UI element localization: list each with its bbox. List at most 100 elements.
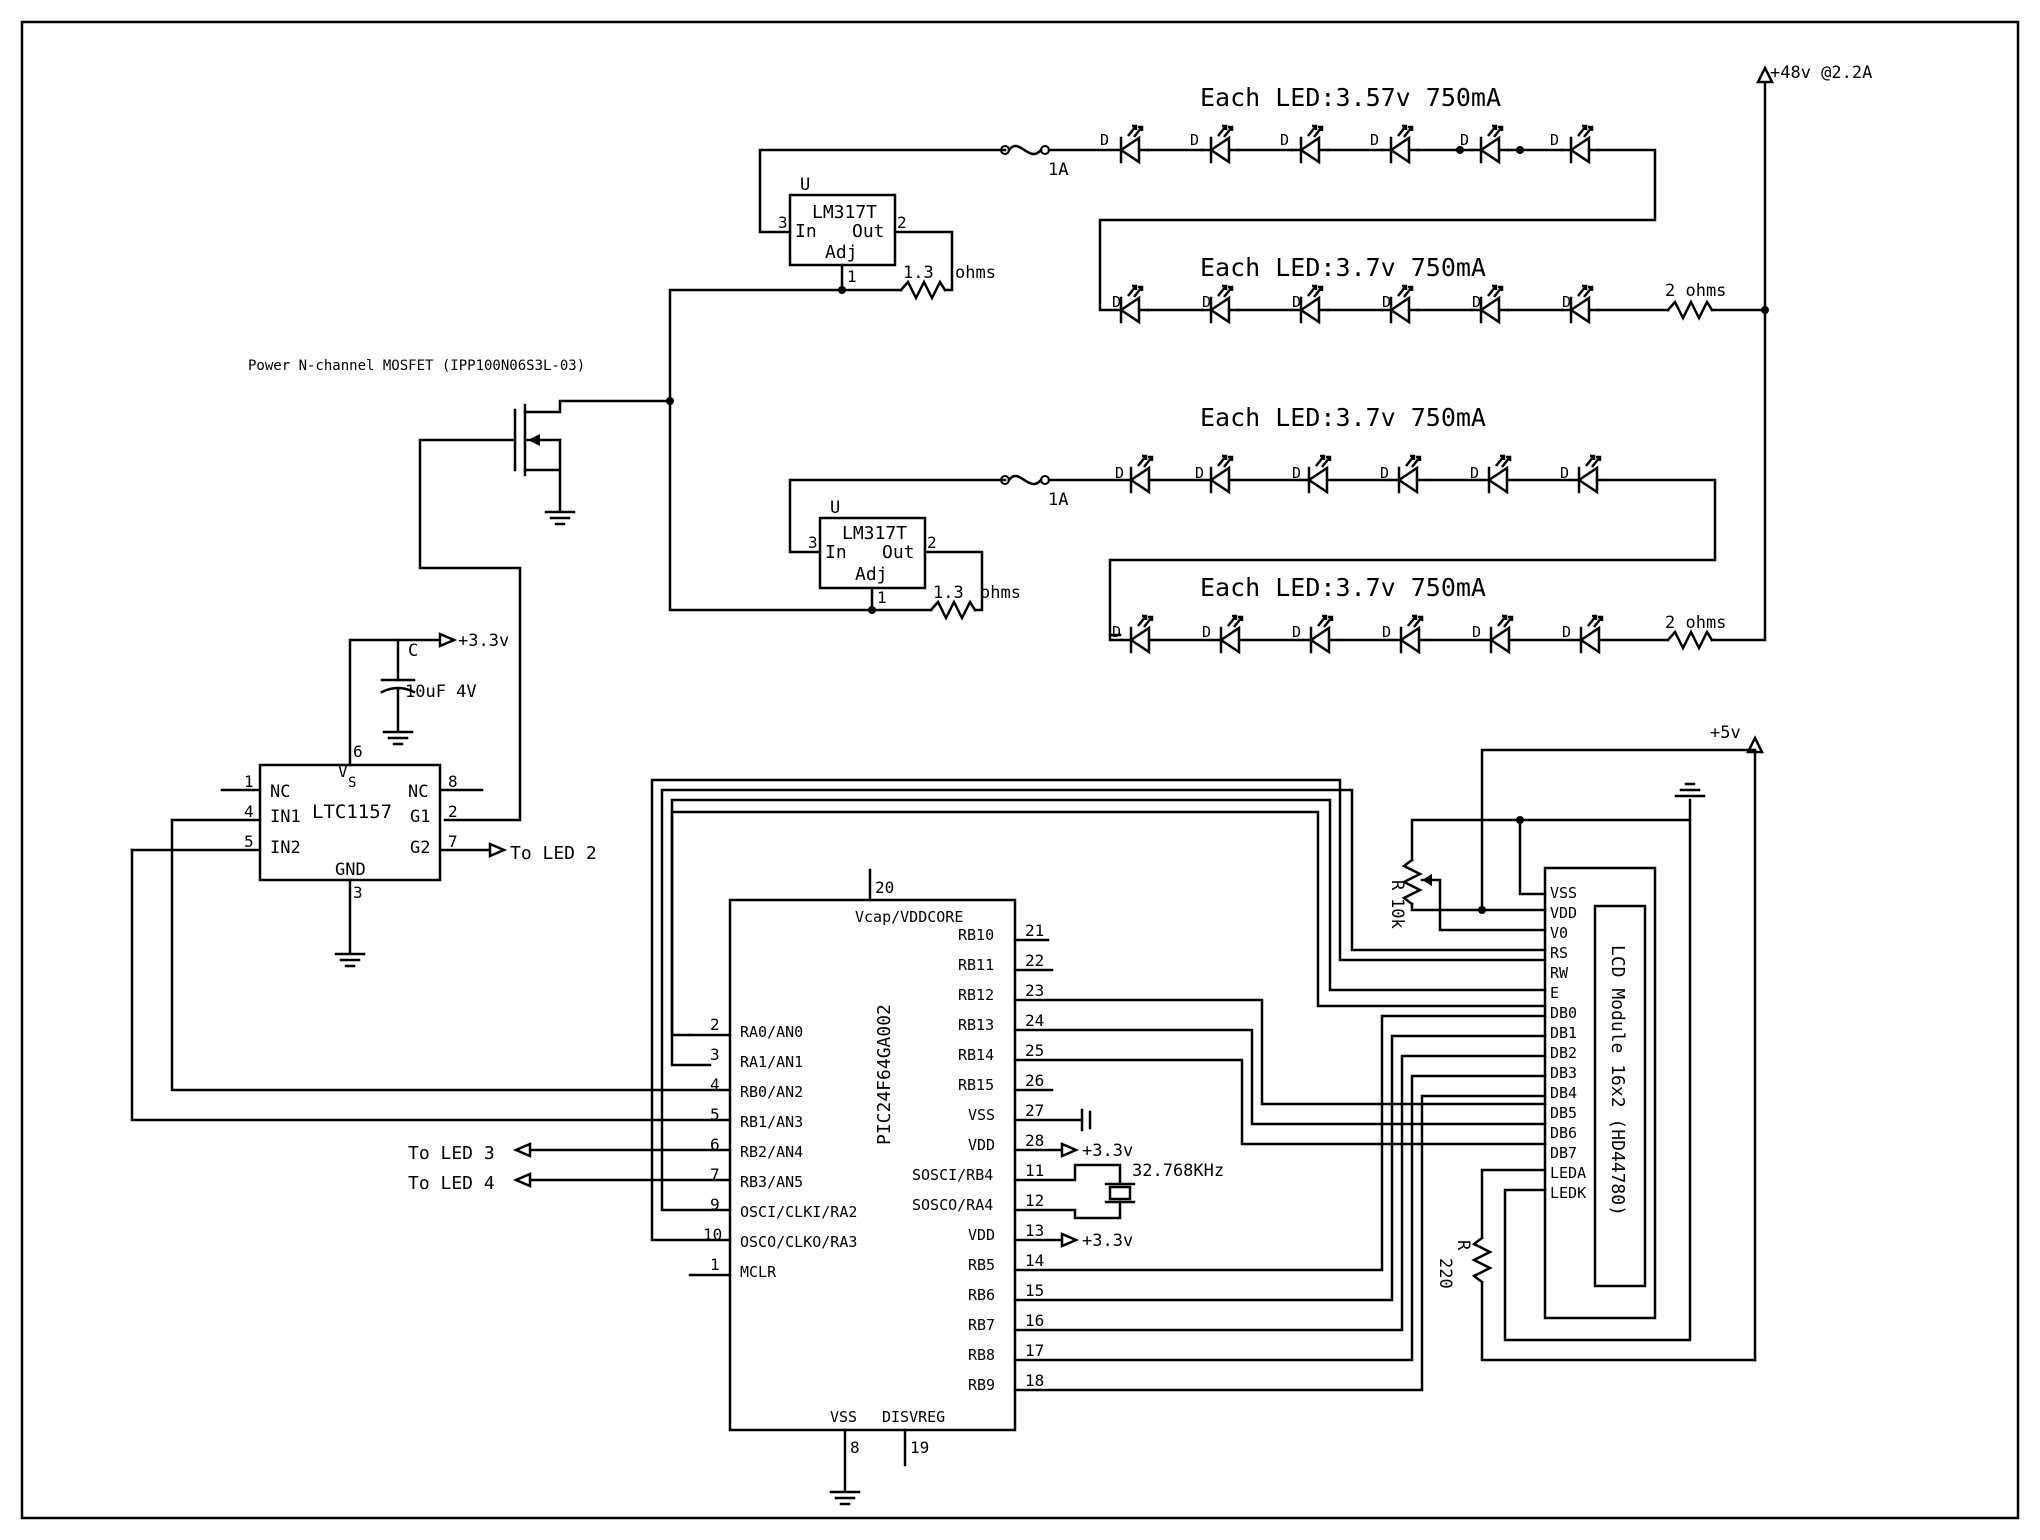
regulator-2: U LM317T In Out Adj 3 2 1 1.3 ohms [788,478,1021,620]
mcu-pin-23: 23 [1025,981,1044,1000]
mcu-pin-rb8-label: RB8 [968,1346,995,1364]
contrast-pot: R 10k [1387,818,1547,932]
mcu-pin-rb10-label: RB10 [958,926,994,944]
ltc-supply-label: +3.3v [458,631,509,651]
led-d-15: D [1292,464,1301,482]
reg-2-part: LM317T [842,523,907,544]
lcd-pin-db2: DB2 [1550,1044,1577,1062]
mcu-pin-sosco-label: SOSCO/RA4 [912,1196,993,1214]
mcu-pin-rb3-label: RB3/AN5 [740,1173,803,1191]
led3-label: To LED 3 [408,1143,495,1164]
lcd-pin-db0: DB0 [1550,1004,1577,1022]
crystal: 32.768KHz [1013,1161,1224,1220]
mcu-top-label: Vcap/VDDCORE [855,908,963,926]
mcu-pin-vdd2-label: VDD [968,1226,995,1244]
mcu-pin-ra1-label: RA1/AN1 [740,1053,803,1071]
mcu-pin-15: 15 [1025,1281,1044,1300]
pot-ref: R [1387,880,1407,891]
led-d-2: D [1190,131,1199,149]
reg-1-res-value: 1.3 [903,263,934,283]
lcd-pin-v0: V0 [1550,924,1568,942]
led-string-4-heading: Each LED:3.7v 750mA [1200,573,1486,602]
mcu-pin-rb6-label: RB6 [968,1286,995,1304]
reg-2-res-unit: ohms [980,583,1021,603]
led-d-21: D [1292,623,1301,641]
mcu: PIC24F64GA002 Vcap/VDDCORE 20 VSS DISVRE… [130,818,1224,1506]
cap-value: 10uF 4V [405,682,477,702]
ltc-n7: 7 [448,832,458,851]
led-d-7: D [1112,293,1121,311]
led-string-3: Each LED:3.7v 750mA 1A D D D D D D [999,403,1717,637]
mcu-pin-rb12-label: RB12 [958,986,994,1004]
led-d-10: D [1382,293,1391,311]
mcu-pin-ra0-label: RA0/AN0 [740,1023,803,1041]
mcu-pin-28: 28 [1025,1131,1044,1150]
mcu-top-num: 20 [875,878,894,897]
led-d-22: D [1382,623,1391,641]
reg-1-n1: 1 [847,267,857,286]
lcd-module: LCD Module 16x2 (HD44780) VSS VDD V0 RS … [650,723,1765,1392]
mcu-pin-rb3-num: 7 [710,1165,720,1184]
lcd-pin-db7: DB7 [1550,1144,1577,1162]
lcd-title: LCD Module 16x2 (HD44780) [1607,945,1628,1216]
mcu-pin-disvreg-num: 19 [910,1438,929,1457]
led-d-13: D [1115,464,1124,482]
ltc-nc-left: NC [270,782,290,802]
res-ref: R [1453,1240,1473,1251]
mcu-pin-16: 16 [1025,1311,1044,1330]
mcu-pin-osco-label: OSCO/CLKO/RA3 [740,1233,857,1251]
led-string-2: Each LED:3.7v 750mA 2 ohms D D D D D D [1110,253,1767,324]
reg-1-in: In [795,221,817,242]
reg-1-ref: U [800,175,810,195]
fuse-1-label: 1A [1048,160,1068,180]
reg-2-ref: U [830,498,840,518]
ltc-n8: 8 [448,772,458,791]
reg-2-in: In [825,542,847,563]
fuse-2-label: 1A [1048,490,1068,510]
supply-48v-label: +48v @2.2A [1770,63,1872,83]
led-d-6: D [1550,131,1559,149]
ltc1157: LTC1157 V S NC IN1 IN2 GND NC G1 G2 1 4 … [130,631,597,968]
lcd-pin-vss: VSS [1550,884,1577,902]
ltc-in2: IN2 [270,838,301,858]
mcu-pin-12: 12 [1025,1191,1044,1210]
lcd-pin-e: E [1550,984,1559,1002]
mcu-pin-11: 11 [1025,1161,1044,1180]
lcd-pin-leda: LEDA [1550,1164,1586,1182]
mcu-pin-rb15-label: RB15 [958,1076,994,1094]
mcu-pin-rb9-label: RB9 [968,1376,995,1394]
mcu-pin-rb14-label: RB14 [958,1046,994,1064]
ltc-vs: V [338,762,348,781]
led-string-1-heading: Each LED:3.57v 750mA [1200,83,1501,112]
led-d-5: D [1460,131,1469,149]
ltc-n4: 4 [244,802,254,821]
lcd-supply-label: +5v [1710,723,1741,743]
regulator-1: U LM317T In Out Adj 3 2 1 1.3 ohms [758,148,1007,300]
mcu-pin-24: 24 [1025,1011,1044,1030]
mcu-pin-rb7-label: RB7 [968,1316,995,1334]
led-d-8: D [1202,293,1211,311]
mcu-supply-1: +3.3v [1082,1141,1133,1161]
led-string-4: Each LED:3.7v 750mA 2 ohms D D D D D D [1108,308,1767,654]
reg-2-adj: Adj [855,564,888,585]
led-d-18: D [1560,464,1569,482]
ltc-n2: 2 [448,802,458,821]
lcd-pin-db1: DB1 [1550,1024,1577,1042]
led-d-1: D [1100,131,1109,149]
backlight-resistor: R 220 [1435,1168,1757,1362]
sheet-border [20,20,2020,1520]
lcd-pin-db5: DB5 [1550,1104,1577,1122]
reg-2-out: Out [882,542,915,563]
led-d-16: D [1380,464,1389,482]
reg-2-res-value: 1.3 [933,583,964,603]
led-d-12: D [1562,293,1571,311]
mcu-pin-rb0-num: 4 [710,1075,720,1094]
mcu-pin-osci-label: OSCI/CLKI/RA2 [740,1203,857,1221]
mcu-pin-vss-bottom-label: VSS [830,1408,857,1426]
mcu-pin-14: 14 [1025,1251,1044,1270]
lcd-pin-ledk: LEDK [1550,1184,1586,1202]
ltc-in1: IN1 [270,807,301,827]
mosfet: Power N-channel MOSFET (IPP100N06S3L-03) [248,288,874,822]
mcu-part: PIC24F64GA002 [874,1004,895,1145]
mcu-pin-rb0-label: RB0/AN2 [740,1083,803,1101]
